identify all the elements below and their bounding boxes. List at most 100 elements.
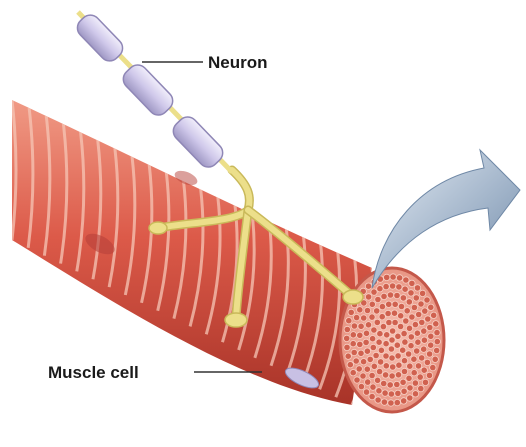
myofibril xyxy=(365,379,371,385)
myofibril xyxy=(424,359,430,365)
myofibril xyxy=(357,332,363,338)
myofibril xyxy=(369,314,375,320)
myofibril xyxy=(434,329,440,335)
myofibril xyxy=(369,372,375,378)
neuron-label: Neuron xyxy=(208,53,268,72)
myofibril xyxy=(395,390,401,396)
myofibril xyxy=(382,372,388,378)
myofibril xyxy=(412,321,418,327)
myofibril xyxy=(394,342,400,348)
myofibril xyxy=(407,363,413,369)
myofibril xyxy=(376,388,382,394)
myofibril xyxy=(382,390,388,396)
myofibril xyxy=(369,393,375,399)
myofibril xyxy=(358,323,364,329)
myofibril xyxy=(422,308,428,314)
myofibril xyxy=(388,391,394,397)
myofibril xyxy=(350,370,356,376)
myofibril xyxy=(407,395,413,401)
myofibril xyxy=(401,368,407,374)
myofibril xyxy=(377,359,383,365)
myofibril xyxy=(350,341,356,347)
myofibril xyxy=(377,286,383,292)
myofibril xyxy=(419,290,425,296)
myofibril xyxy=(415,339,421,345)
myofibril xyxy=(414,330,420,336)
myofibril xyxy=(363,339,369,345)
myofibril xyxy=(400,379,406,385)
myofibril xyxy=(417,374,423,380)
myofibril xyxy=(346,318,352,324)
myofibril xyxy=(371,289,377,295)
myofibril xyxy=(383,283,389,289)
myofibril xyxy=(347,362,353,368)
myofibril xyxy=(418,385,424,391)
myofibril xyxy=(389,373,395,379)
myofibril xyxy=(396,284,402,290)
myofibril xyxy=(416,311,422,317)
myofibril xyxy=(428,333,434,339)
myofibril xyxy=(408,343,414,349)
myofibril xyxy=(380,323,386,329)
myofibril xyxy=(350,332,356,338)
myofibril xyxy=(389,337,395,343)
myofibril xyxy=(371,363,377,369)
myofibril xyxy=(344,344,350,350)
myofibril xyxy=(426,351,432,357)
myofibril xyxy=(414,285,420,291)
myofibril xyxy=(388,400,394,406)
myofibril xyxy=(419,319,425,325)
myofibril xyxy=(357,341,363,347)
myofibril xyxy=(390,274,396,280)
synaptic-terminal xyxy=(343,290,363,304)
myofibril xyxy=(431,312,437,318)
myofibril xyxy=(389,355,395,361)
myofibril xyxy=(403,277,409,283)
myofibril xyxy=(409,280,415,286)
myofibril xyxy=(381,293,387,299)
myofibril xyxy=(381,380,387,386)
myofibril xyxy=(360,373,366,379)
myofibril xyxy=(418,301,424,307)
myofibril xyxy=(351,323,357,329)
myofibril xyxy=(353,358,359,364)
myofibril xyxy=(387,292,393,298)
myofibril xyxy=(398,303,404,309)
myofibril xyxy=(397,323,403,329)
myofibril xyxy=(406,299,412,305)
myofibril xyxy=(357,307,363,313)
myofibril xyxy=(386,319,392,325)
myofibril xyxy=(424,297,430,303)
myofibril xyxy=(401,398,407,404)
myofibril xyxy=(374,319,380,325)
myofibril xyxy=(375,296,381,302)
myofibril xyxy=(428,342,434,348)
myofibril xyxy=(383,363,389,369)
myofibril xyxy=(377,331,383,337)
myofibril xyxy=(370,384,376,390)
myofibril xyxy=(374,308,380,314)
myofibril xyxy=(411,370,417,376)
myofibril xyxy=(414,348,420,354)
myofibril xyxy=(371,327,377,333)
myofibril xyxy=(413,295,419,301)
myofibril xyxy=(348,309,354,315)
myofibril xyxy=(401,330,407,336)
myofibril xyxy=(384,332,390,338)
myofibril xyxy=(358,350,364,356)
myofibril xyxy=(384,274,390,280)
myofibril xyxy=(401,358,407,364)
myofibril xyxy=(365,322,371,328)
myofibril xyxy=(401,388,407,394)
myofibril xyxy=(396,275,402,281)
myofibril xyxy=(405,351,411,357)
myofibril xyxy=(394,399,400,405)
myofibril xyxy=(421,367,427,373)
myofibril xyxy=(391,310,397,316)
myofibril xyxy=(369,301,375,307)
myofibril xyxy=(354,377,360,383)
myelin-segment xyxy=(119,61,177,119)
myofibril xyxy=(428,304,434,310)
myofibril xyxy=(396,362,402,368)
